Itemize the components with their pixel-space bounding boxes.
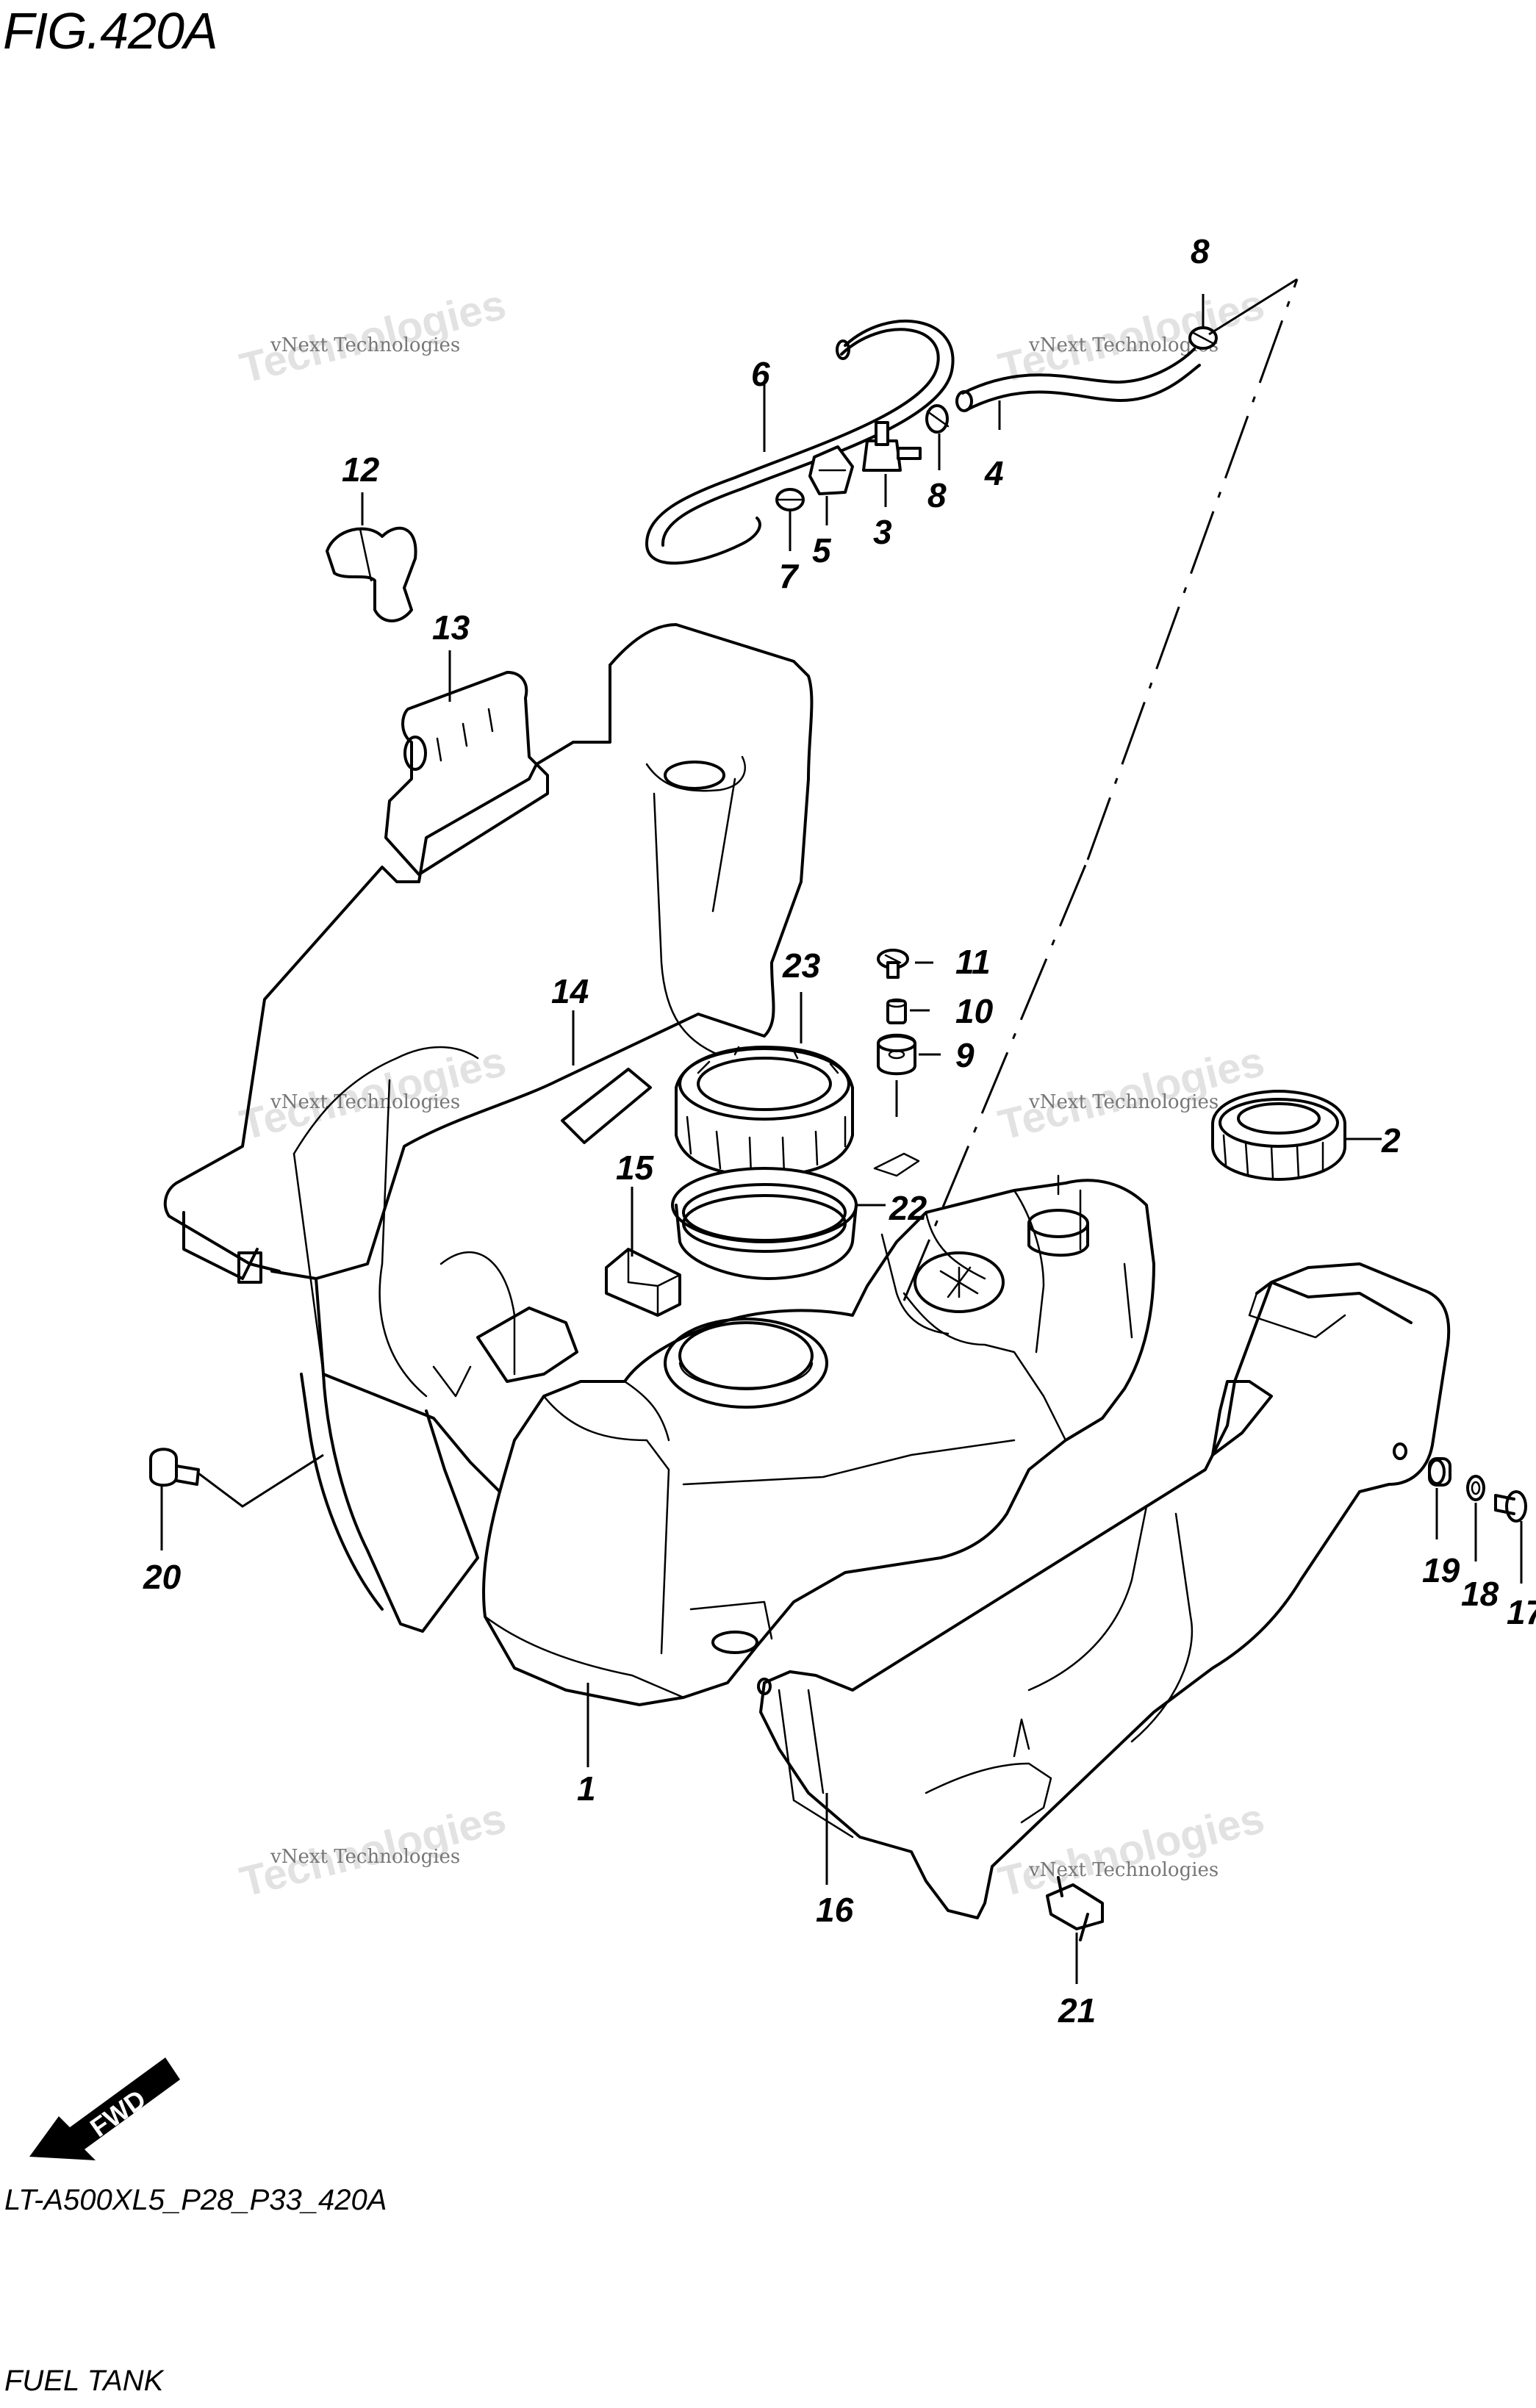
figure-name: FUEL TANK	[4, 2365, 164, 2397]
part-9-grommet	[877, 1033, 916, 1076]
callout-3: 3	[873, 513, 892, 551]
part-3-valve	[862, 421, 922, 472]
frame-assembly	[163, 623, 814, 1633]
callout-16: 16	[816, 1891, 854, 1929]
callout-2: 2	[1381, 1121, 1401, 1160]
part-8-clamp-upper	[1188, 326, 1218, 350]
callout-14: 14	[551, 972, 589, 1010]
part-15-pad	[605, 1248, 681, 1317]
callout-8-upper: 8	[1191, 232, 1210, 270]
part-20-bolt	[149, 1448, 200, 1487]
part-21-clip	[1046, 1876, 1104, 1941]
callout-9: 9	[955, 1036, 975, 1074]
part-11-bolt	[877, 949, 909, 979]
watermark-small-text: vNext Technologies	[270, 334, 461, 356]
callout-20: 20	[143, 1558, 182, 1596]
callout-8-lower: 8	[927, 476, 947, 514]
callout-18: 18	[1461, 1575, 1499, 1613]
callout-23: 23	[782, 946, 821, 985]
callout-21: 21	[1058, 1991, 1096, 2030]
callout-12: 12	[342, 450, 380, 489]
part-12-clamp	[326, 526, 417, 622]
callout-4: 4	[984, 454, 1004, 492]
callout-19: 19	[1422, 1551, 1460, 1589]
watermark-small-text: vNext Technologies	[1029, 334, 1219, 356]
part-5-clip	[808, 445, 854, 495]
figure-title: FIG.420A	[3, 2, 218, 60]
callout-labels: 1 2 3 4 5 6 7 8 8 9 10 11 12 13 14 15 16…	[143, 232, 1536, 2030]
part-22-gasket	[671, 1167, 858, 1280]
callout-22: 22	[889, 1189, 927, 1227]
part-7-clamp	[775, 488, 805, 511]
callout-15: 15	[616, 1149, 655, 1187]
part-10-collar	[886, 998, 907, 1024]
part-13-bracket	[384, 671, 549, 876]
part-23-retaining-ring	[675, 1046, 854, 1177]
part-8-clamp-lower	[925, 404, 950, 434]
part-2-fuel-cap	[1211, 1090, 1346, 1181]
model-code: LT-A500XL5_P28_P33_420A	[4, 2184, 387, 2216]
part-16-side-cover	[757, 1262, 1451, 1919]
part-17-bolt	[1494, 1490, 1527, 1523]
part-4-hose	[955, 348, 1201, 412]
part-6-breather-hose	[645, 319, 955, 565]
callout-6: 6	[751, 355, 770, 393]
part-18-washer	[1466, 1475, 1485, 1501]
part-1-fuel-tank	[482, 1152, 1155, 1706]
part-19-collar	[1428, 1457, 1451, 1487]
leader-lines	[160, 278, 1523, 1984]
watermark-small-text: vNext Technologies	[1029, 1091, 1219, 1113]
callout-17: 17	[1507, 1593, 1536, 1631]
callout-13: 13	[432, 608, 470, 647]
callout-11: 11	[955, 943, 991, 981]
callout-5: 5	[812, 531, 832, 569]
callout-10: 10	[955, 992, 994, 1030]
fwd-direction-marker: FWD	[29, 2057, 180, 2160]
watermark-small-text: vNext Technologies	[1029, 1859, 1219, 1881]
watermark-small-text: vNext Technologies	[270, 1846, 461, 1868]
callout-7: 7	[779, 557, 800, 595]
part-14-label	[561, 1068, 652, 1144]
watermark-small-text: vNext Technologies	[270, 1091, 461, 1113]
callout-1: 1	[577, 1769, 596, 1808]
